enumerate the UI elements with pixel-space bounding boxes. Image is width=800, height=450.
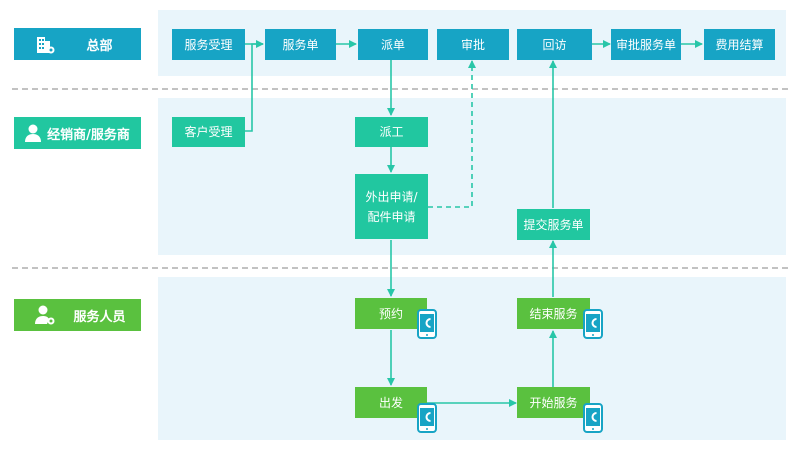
person-gear-icon xyxy=(35,305,55,325)
role-staff: 服务人员 xyxy=(14,299,141,331)
mobile-app-icon xyxy=(417,309,437,339)
lane-separator xyxy=(12,88,788,90)
mobile-app-icon xyxy=(583,309,603,339)
node-assign-worker: 派工 xyxy=(355,117,428,147)
node-appointment: 预约 xyxy=(355,298,427,329)
node-end-service: 结束服务 xyxy=(517,298,590,329)
node-depart: 出发 xyxy=(355,387,427,418)
node-dispatch: 派单 xyxy=(358,29,428,60)
building-gear-icon xyxy=(37,37,55,54)
role-dealer-label: 经销商/服务商 xyxy=(47,127,130,143)
dashed-arrow xyxy=(428,60,476,208)
node-approve: 审批 xyxy=(437,29,509,60)
node-outing-request: 外出申请/ 配件申请 xyxy=(355,174,428,239)
person-icon xyxy=(25,124,41,142)
arrow xyxy=(245,43,263,132)
node-start-service: 开始服务 xyxy=(517,387,590,418)
node-customer-accept: 客户受理 xyxy=(172,117,245,147)
node-submit-order: 提交服务单 xyxy=(517,209,590,240)
role-dealer: 经销商/服务商 xyxy=(14,117,141,149)
node-approve-order: 审批服务单 xyxy=(611,29,681,60)
lane-staff xyxy=(158,277,786,440)
node-service-accept: 服务受理 xyxy=(172,29,245,60)
role-staff-label: 服务人员 xyxy=(73,309,126,325)
node-fee-settle: 费用结算 xyxy=(704,29,775,60)
node-revisit: 回访 xyxy=(517,29,592,60)
role-hq: 总部 xyxy=(14,28,141,60)
node-service-order: 服务单 xyxy=(265,29,336,60)
lane-separator xyxy=(12,267,788,269)
mobile-app-icon xyxy=(417,403,437,433)
mobile-app-icon xyxy=(583,403,603,433)
role-hq-label: 总部 xyxy=(86,38,113,54)
